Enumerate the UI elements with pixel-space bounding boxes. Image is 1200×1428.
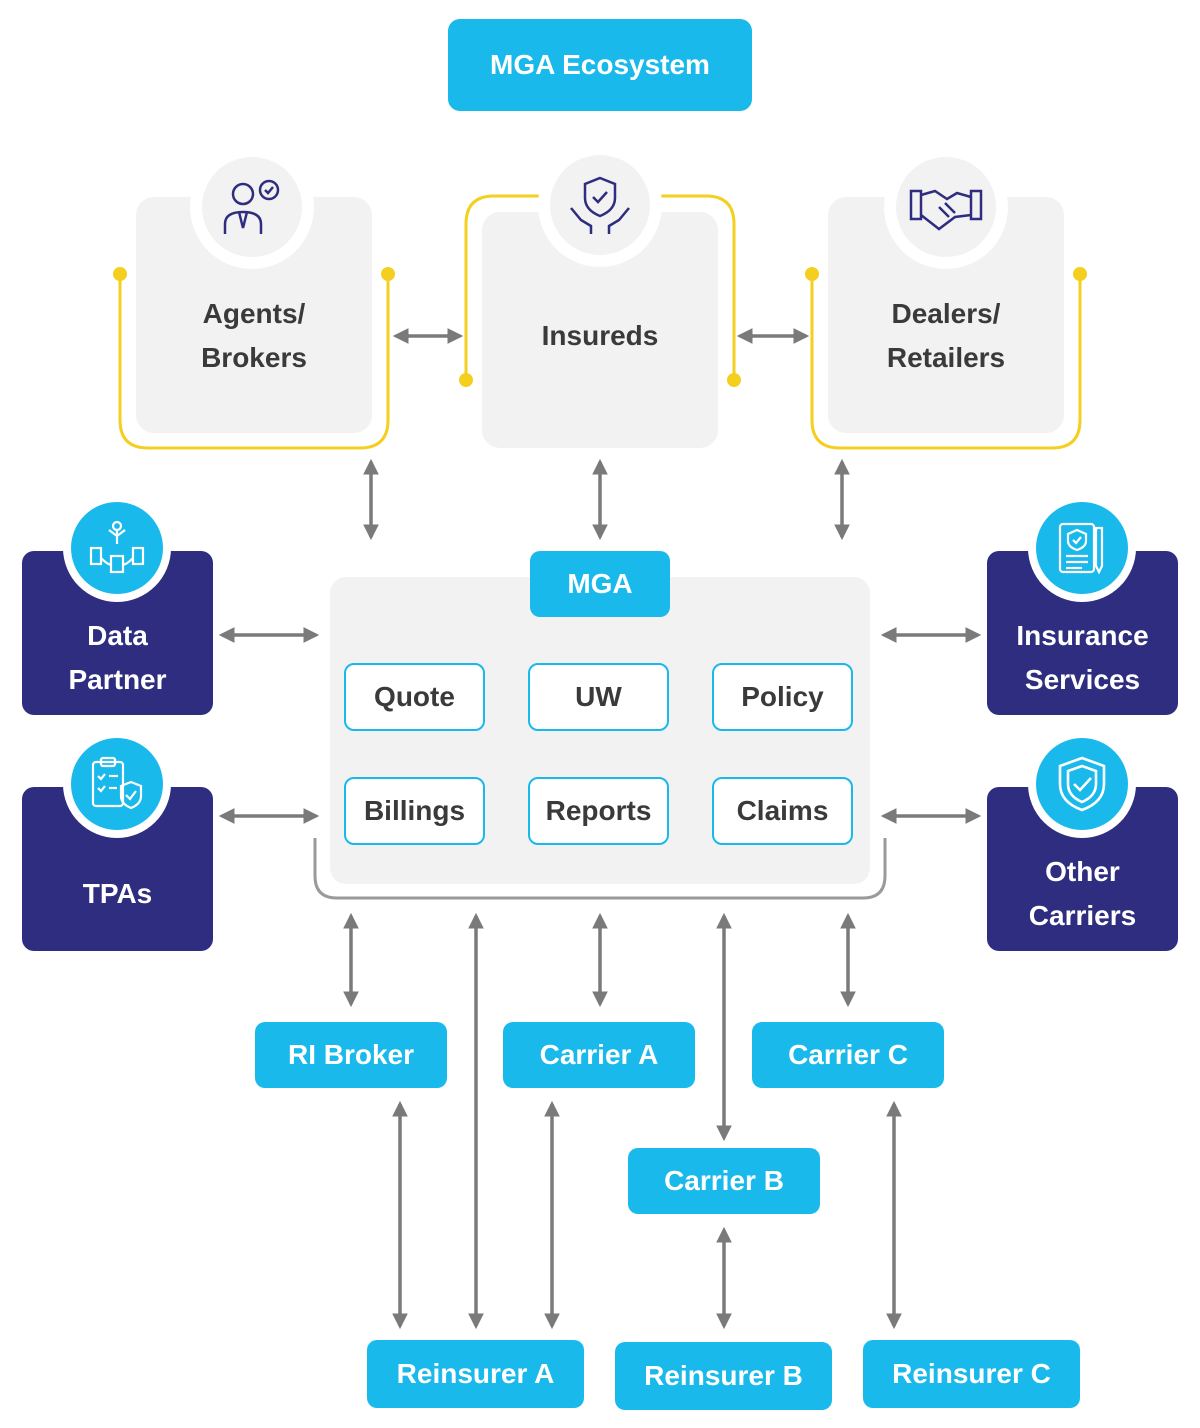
- module-billings: Billings: [344, 777, 485, 845]
- bracket-dot: [1073, 267, 1087, 281]
- dealers-panel: [828, 197, 1064, 433]
- carrier-a-node: Carrier A: [503, 1022, 695, 1088]
- document-pen-icon: [1028, 494, 1136, 602]
- dealers-bracket: [810, 274, 1082, 450]
- agents-brokers-label: Agents/ Brokers: [201, 298, 307, 373]
- mga-header: MGA: [530, 551, 670, 617]
- module-policy: Policy: [712, 663, 853, 731]
- mga-bracket: [313, 838, 887, 900]
- bracket-dot: [459, 373, 473, 387]
- carrier-c-node: Carrier C: [752, 1022, 944, 1088]
- shield-check-icon: [1028, 730, 1136, 838]
- bracket-dot: [727, 373, 741, 387]
- dealers-retailers-label: Dealers/ Retailers: [886, 298, 1006, 373]
- reinsurer-a-node: Reinsurer A: [367, 1340, 584, 1408]
- agents-panel: [136, 197, 372, 433]
- agents-bracket: [118, 274, 390, 450]
- module-reports: Reports: [528, 777, 669, 845]
- agent-person-icon: [190, 145, 314, 269]
- diagram-title: MGA Ecosystem: [448, 19, 752, 111]
- module-quote: Quote: [344, 663, 485, 731]
- reinsurer-b-node: Reinsurer B: [615, 1342, 832, 1410]
- reinsurer-c-node: Reinsurer C: [863, 1340, 1080, 1408]
- checklist-shield-icon: [63, 730, 171, 838]
- bracket-dot: [805, 267, 819, 281]
- bracket-dot: [113, 267, 127, 281]
- insureds-label: Insureds: [541, 320, 659, 351]
- insureds-panel: [482, 212, 718, 448]
- module-uw: UW: [528, 663, 669, 731]
- module-claims: Claims: [712, 777, 853, 845]
- handshake-icon: [884, 145, 1008, 269]
- shield-hands-icon: [538, 143, 662, 267]
- ri-broker-node: RI Broker: [255, 1022, 447, 1088]
- network-buildings-icon: [63, 494, 171, 602]
- carrier-b-node: Carrier B: [628, 1148, 820, 1214]
- bracket-dot: [381, 267, 395, 281]
